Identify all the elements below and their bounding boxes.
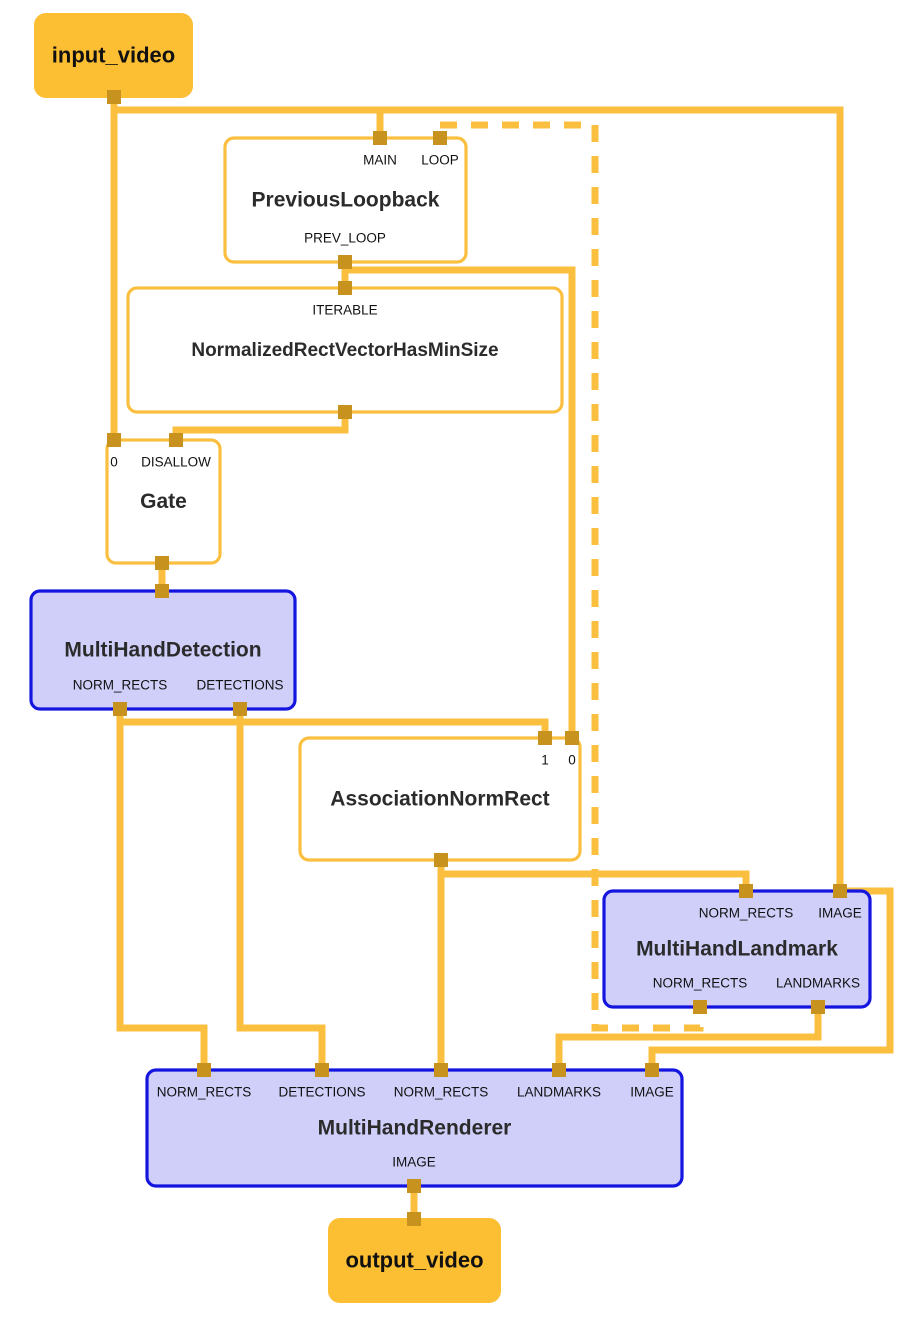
node-title-gate: Gate: [140, 490, 187, 513]
input-port-multi_hand_detection-0[interactable]: [155, 584, 169, 598]
edge-input-to-loopback-main: [110, 97, 384, 138]
node-title-multi_hand_landmark: MultiHandLandmark: [636, 938, 838, 961]
input-port-label-multi_hand_renderer-image: IMAGE: [630, 1085, 674, 1100]
edge-input-to-landmark-image: [114, 106, 844, 891]
edge-landmark-normrects-loopback: [440, 121, 704, 1032]
output-port-multi_hand_detection-detections[interactable]: [233, 702, 247, 716]
io-node-label-input_video: input_video: [52, 42, 175, 67]
edge-loopback-to-assoc-0: [345, 266, 576, 738]
input-port-label-association_norm_rect-0: 0: [568, 753, 576, 768]
input-port-association_norm_rect-0[interactable]: [565, 731, 579, 745]
output-port-label-multi_hand_detection-detections: DETECTIONS: [196, 678, 283, 693]
input-port-gate-disallow[interactable]: [169, 433, 183, 447]
output-port-previous_loopback-prev-loop[interactable]: [338, 255, 352, 269]
input-port-normalized_rect_vector_has_min_size-iterable[interactable]: [338, 281, 352, 295]
output-port-label-multi_hand_landmark-landmarks: LANDMARKS: [776, 976, 860, 991]
edge-landmark-landmarks-to-renderer: [555, 1007, 822, 1070]
input-port-label-multi_hand_renderer-landmarks: LANDMARKS: [517, 1085, 601, 1100]
edge-hasminsize-to-gate-disallow: [172, 412, 349, 440]
output-port-label-previous_loopback-prev-loop: PREV_LOOP: [304, 231, 386, 246]
input-port-label-association_norm_rect-1: 1: [541, 753, 549, 768]
output-port-multi_hand_landmark-landmarks[interactable]: [811, 1000, 825, 1014]
output-port-multi_hand_renderer-image[interactable]: [407, 1179, 421, 1193]
output-port-multi_hand_detection-norm-rects[interactable]: [113, 702, 127, 716]
input-port-multi_hand_renderer-landmarks[interactable]: [552, 1063, 566, 1077]
input-port-previous_loopback-loop[interactable]: [433, 131, 447, 145]
input-port-label-normalized_rect_vector_has_min_size-iterable: ITERABLE: [312, 303, 377, 318]
input-port-label-multi_hand_renderer-norm-rects: NORM_RECTS: [157, 1085, 252, 1100]
input-port-label-gate-disallow: DISALLOW: [141, 455, 211, 470]
io-node-label-output_video: output_video: [345, 1247, 483, 1272]
edge-detection-normrects-to-assoc-1: [116, 709, 549, 738]
input-port-multi_hand_renderer-detections[interactable]: [315, 1063, 329, 1077]
output-port-association_norm_rect-0[interactable]: [434, 853, 448, 867]
input-port-multi_hand_renderer-image[interactable]: [645, 1063, 659, 1077]
input-port-multi_hand_renderer-norm-rects[interactable]: [434, 1063, 448, 1077]
node-title-association_norm_rect: AssociationNormRect: [330, 788, 549, 811]
input-port-output-video[interactable]: [407, 1212, 421, 1226]
input-port-multi_hand_landmark-image[interactable]: [833, 884, 847, 898]
input-port-label-multi_hand_renderer-norm-rects: NORM_RECTS: [394, 1085, 489, 1100]
node-title-multi_hand_renderer: MultiHandRenderer: [318, 1117, 512, 1140]
output-port-label-multi_hand_renderer-image: IMAGE: [392, 1155, 436, 1170]
labels-layer: PreviousLoopback MAIN LOOP PREV_LOOP Normali…: [52, 42, 862, 1272]
node-multi_hand_landmark[interactable]: [602, 889, 872, 1009]
input-port-multi_hand_landmark-norm-rects[interactable]: [739, 884, 753, 898]
edge-landmark-image-to-renderer: [648, 887, 894, 1070]
input-port-label-multi_hand_landmark-norm-rects: NORM_RECTS: [699, 906, 794, 921]
output-port-label-multi_hand_detection-norm-rects: NORM_RECTS: [73, 678, 168, 693]
input-port-previous_loopback-main[interactable]: [373, 131, 387, 145]
input-port-label-multi_hand_landmark-image: IMAGE: [818, 906, 862, 921]
edge-detection-detections-to-renderer: [236, 709, 326, 1070]
edge-detection-normrects-to-renderer: [116, 709, 208, 1070]
ports-layer: [107, 90, 847, 1226]
node-title-multi_hand_detection: MultiHandDetection: [64, 639, 261, 662]
input-port-label-multi_hand_renderer-detections: DETECTIONS: [278, 1085, 365, 1100]
input-port-label-gate-0: 0: [110, 455, 118, 470]
output-port-label-multi_hand_landmark-norm-rects: NORM_RECTS: [653, 976, 748, 991]
output-port-normalized_rect_vector_has_min_size-0[interactable]: [338, 405, 352, 419]
output-port-gate-0[interactable]: [155, 556, 169, 570]
nodes-layer: [29, 13, 872, 1303]
output-port-input-video[interactable]: [107, 90, 121, 104]
input-port-gate-0[interactable]: [107, 433, 121, 447]
node-title-previous_loopback: PreviousLoopback: [252, 189, 440, 212]
node-title-normalized_rect_vector_has_min_size: NormalizedRectVectorHasMinSize: [191, 340, 498, 361]
input-port-multi_hand_renderer-norm-rects[interactable]: [197, 1063, 211, 1077]
input-port-label-previous_loopback-main: MAIN: [363, 153, 397, 168]
input-port-label-previous_loopback-loop: LOOP: [421, 153, 459, 168]
input-port-association_norm_rect-1[interactable]: [538, 731, 552, 745]
output-port-multi_hand_landmark-norm-rects[interactable]: [693, 1000, 707, 1014]
